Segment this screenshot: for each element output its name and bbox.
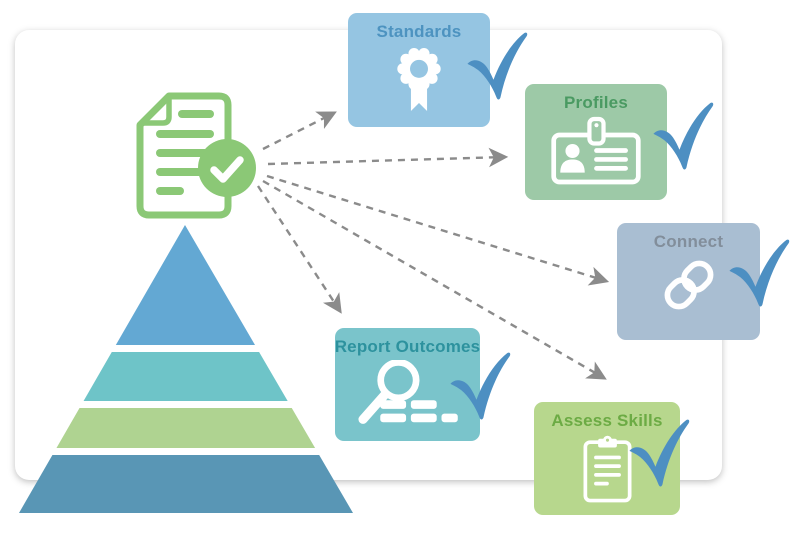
- connect-approved-check-icon: [725, 237, 791, 311]
- search-results-icon: [357, 360, 458, 424]
- card-assess-skills: Assess Skills: [534, 402, 680, 515]
- approved-check-badge: [198, 139, 256, 197]
- card-report-outcomes-title: Report Outcomes: [334, 337, 481, 356]
- card-profiles-title: Profiles: [564, 93, 628, 112]
- chain-link-icon: [664, 260, 713, 310]
- card-standards: Standards: [348, 13, 490, 127]
- card-standards-title: Standards: [376, 22, 462, 41]
- award-ribbon-icon: [397, 47, 441, 111]
- report-outcomes-approved-check-icon: [446, 350, 512, 424]
- card-profiles: Profiles: [525, 84, 667, 200]
- card-connect-title: Connect: [653, 232, 724, 251]
- pyramid-layer-4: [19, 455, 353, 513]
- card-report-outcomes: Report Outcomes: [335, 328, 480, 441]
- card-connect: Connect: [617, 223, 760, 340]
- card-assess-skills-title: Assess Skills: [551, 411, 663, 430]
- assess-skills-approved-check-icon: [625, 417, 691, 491]
- id-badge-icon: [551, 116, 641, 185]
- standards-approved-check-icon: [463, 30, 529, 104]
- clipboard-icon: [583, 435, 631, 503]
- profiles-approved-check-icon: [649, 100, 715, 174]
